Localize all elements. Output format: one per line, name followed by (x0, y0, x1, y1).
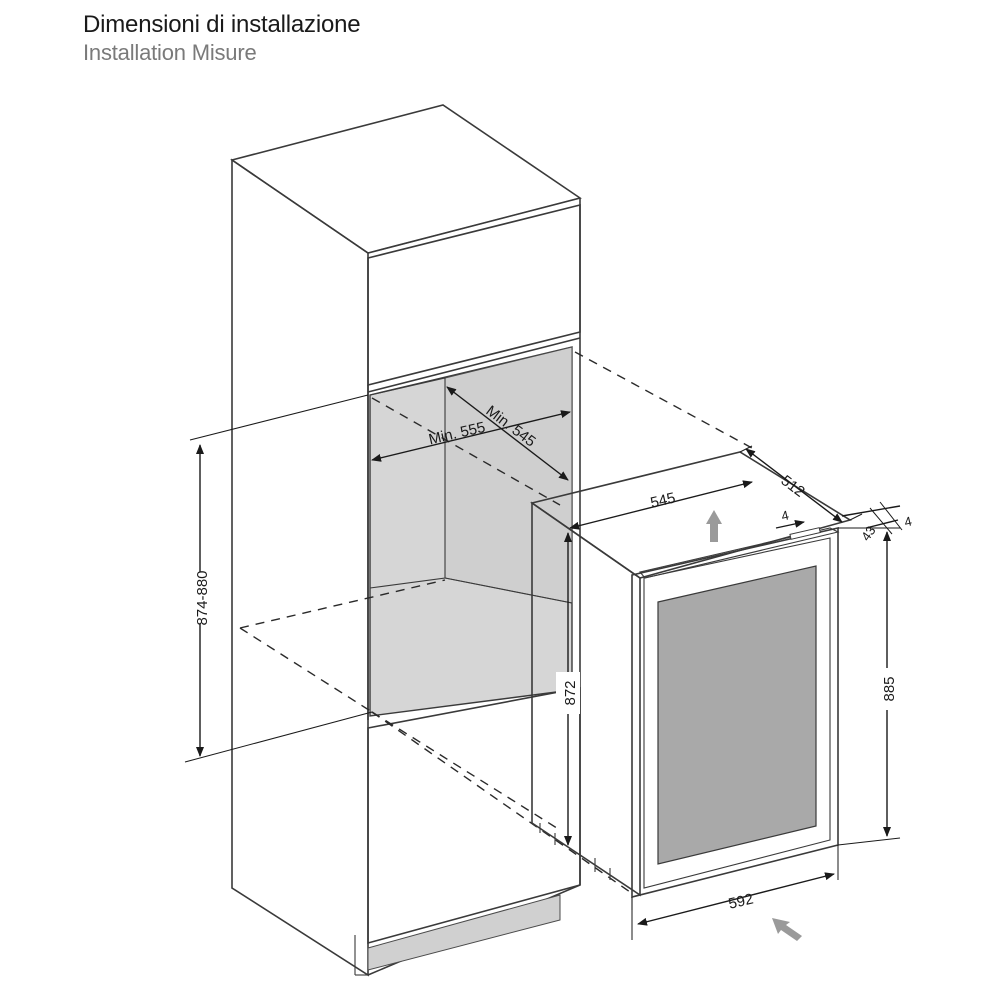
label-door-thickness: 43 (858, 523, 879, 543)
tall-cabinet (230, 104, 582, 977)
label-unit-height-body: 872 (562, 680, 579, 705)
label-unit-width-top: 545 (649, 490, 677, 512)
dim-unit-depth (745, 448, 843, 523)
label-gap-side: 4 (903, 513, 913, 529)
page-subtitle: Installation Misure (83, 40, 257, 65)
title-block: Dimensioni di installazione Installation… (83, 10, 361, 66)
lower-door (367, 687, 581, 945)
dim-niche-depth (446, 386, 569, 481)
page-title: Dimensioni di installazione (83, 11, 361, 38)
control-strip (639, 527, 840, 579)
plinth (367, 894, 561, 971)
glass-door (657, 565, 817, 865)
label-gap-front: 4 (780, 507, 790, 523)
upper-door (367, 203, 581, 387)
dimension-lines (184, 386, 903, 940)
niche-back-wall (444, 346, 573, 604)
air-up-arrow (706, 510, 722, 542)
label-unit-width-front: 592 (727, 891, 755, 913)
label-niche-height: 874-880 (194, 570, 211, 625)
label-unit-height-total: 885 (881, 676, 898, 701)
dim-unit-width-top (569, 480, 753, 530)
cabinet-top-face (230, 104, 582, 254)
dim-unit-width-front (637, 872, 835, 926)
air-in-arrow (772, 918, 802, 941)
cabinet-side-face (231, 158, 369, 977)
